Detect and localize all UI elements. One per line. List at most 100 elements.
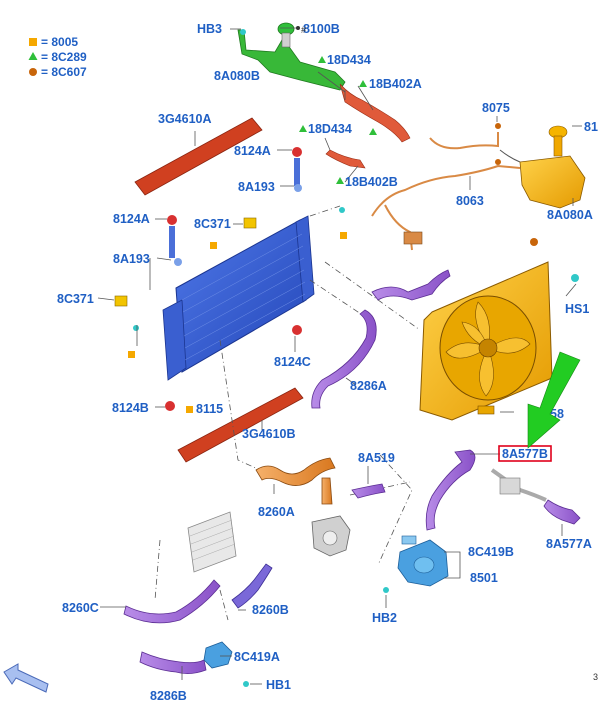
triangle-marker-icon: [336, 177, 344, 184]
red-hose-lower: [325, 149, 366, 169]
triangle-marker-icon: [28, 52, 38, 60]
label-8124a-top: 8124A: [234, 144, 271, 158]
square-marker-icon: [29, 38, 37, 46]
drain-plug-icon: [165, 401, 175, 411]
triangle-marker-icon: [359, 80, 367, 87]
clip-icon: [339, 207, 345, 213]
label-8a519: 8A519: [358, 451, 395, 465]
label-8c419b: 8C419B: [468, 545, 514, 559]
bracket-part: [169, 226, 175, 258]
label-hb3: HB3: [197, 22, 222, 36]
label-8a577a: 8A577A: [546, 537, 592, 551]
clip-icon: [133, 325, 139, 331]
label-8124a-left: 8124A: [113, 212, 150, 226]
hose-8a577a: [543, 499, 581, 525]
label-3g4610a: 3G4610A: [158, 112, 212, 126]
drain-plug-icon: [292, 325, 302, 335]
fan-blade-icon: [445, 301, 531, 397]
label-hb2: HB2: [372, 611, 397, 625]
highlight-box: [498, 445, 552, 462]
radiator: [162, 215, 315, 381]
label-81: 81: [584, 120, 598, 134]
highlighted-part-callout: 8A577B: [470, 445, 552, 462]
red-hose-upper: [339, 83, 411, 143]
label-8c419a: 8C419A: [234, 650, 280, 664]
clip-icon: [294, 184, 302, 192]
circle-marker-icon: [530, 238, 538, 246]
part-labels: HB3 8100B # 8A080B 18D434 18B402A 18D434…: [57, 22, 598, 703]
square-marker-icon: [186, 406, 193, 413]
hose-8a519: [351, 483, 386, 499]
hose-8a577b: [425, 449, 476, 531]
square-marker-icon: [210, 242, 217, 249]
label-8a577b: 8A577B: [502, 447, 548, 461]
radiator-tank-left: [162, 299, 187, 381]
mount-bracket-icon: [243, 217, 257, 229]
triangle-marker-icon: [299, 125, 307, 132]
fan-connector: [477, 405, 495, 415]
circle-marker-icon: [495, 123, 501, 129]
pipe-connector: [403, 231, 423, 245]
legend-label: = 8005: [41, 35, 78, 49]
label-8260b: 8260B: [252, 603, 289, 617]
radiator-tank-right: [295, 215, 315, 303]
label-hb1: HB1: [266, 678, 291, 692]
label-8100b: 8100B: [303, 22, 340, 36]
corner-mark: 3: [593, 672, 598, 682]
label-18d434-a: 18D434: [327, 53, 371, 67]
circle-marker-icon: [29, 68, 37, 76]
hose-8286b: [139, 651, 207, 674]
reservoir-tank: [519, 155, 586, 209]
svg-text:#: #: [301, 25, 306, 35]
hose-fitting-8c419a: [203, 641, 233, 669]
hose-8286a: [311, 309, 377, 409]
green-bracket-part: [237, 29, 346, 91]
label-8c371-top: 8C371: [194, 217, 231, 231]
label-8a193-left: 8A193: [113, 252, 150, 266]
upper-radiator-hose: [371, 269, 451, 301]
coolant-pipe-8075: [429, 132, 499, 150]
thermostat-housing: [311, 515, 351, 557]
bracket-part: [294, 158, 300, 186]
legend-label: = 8C607: [41, 65, 87, 79]
green-arrow-icon: [527, 351, 581, 449]
clip-icon: [240, 29, 246, 35]
label-18b402b: 18B402B: [345, 175, 398, 189]
label-8115: 8115: [196, 402, 223, 416]
label-8a193-top: 8A193: [238, 180, 275, 194]
clip-icon: [383, 587, 389, 593]
legend-label: = 8C289: [41, 50, 87, 64]
label-18d434-b: 18D434: [308, 122, 352, 136]
label-8286b: 8286B: [150, 689, 187, 703]
drain-plug-icon: [292, 147, 302, 157]
label-8a080b: 8A080B: [214, 69, 260, 83]
drain-plug-icon: [167, 215, 177, 225]
square-marker-icon: [128, 351, 135, 358]
square-marker-icon: [340, 232, 347, 239]
label-8501: 8501: [470, 571, 498, 585]
fan-hub: [478, 338, 498, 358]
circle-marker-icon: [495, 159, 501, 165]
mount-bracket-icon: [114, 295, 128, 307]
hose-8260c: [123, 579, 221, 624]
label-8260c: 8260C: [62, 601, 99, 615]
label-3g4610b: 3G4610B: [242, 427, 296, 441]
clip-icon: [243, 681, 249, 687]
coolant-pipes-upper: [371, 132, 521, 251]
hose-8260b: [231, 563, 273, 609]
label-hs1: HS1: [565, 302, 589, 316]
cap-neck: [281, 32, 291, 48]
top-bracket-assembly: [230, 22, 411, 184]
label-8a080a: 8A080A: [547, 208, 593, 222]
label-8260a: 8260A: [258, 505, 295, 519]
clip-icon: [174, 258, 182, 266]
legend-item-circle: = 8C607: [29, 65, 87, 79]
clip-icon: [571, 274, 579, 282]
triangle-marker-icon: [318, 56, 326, 63]
label-18b402a: 18B402A: [369, 77, 422, 91]
label-8124b: 8124B: [112, 401, 149, 415]
label-8063: 8063: [456, 194, 484, 208]
cooling-fan-shroud: [419, 261, 579, 421]
coolant-reservoir: [519, 125, 586, 209]
label-8124c: 8124C: [274, 355, 311, 369]
